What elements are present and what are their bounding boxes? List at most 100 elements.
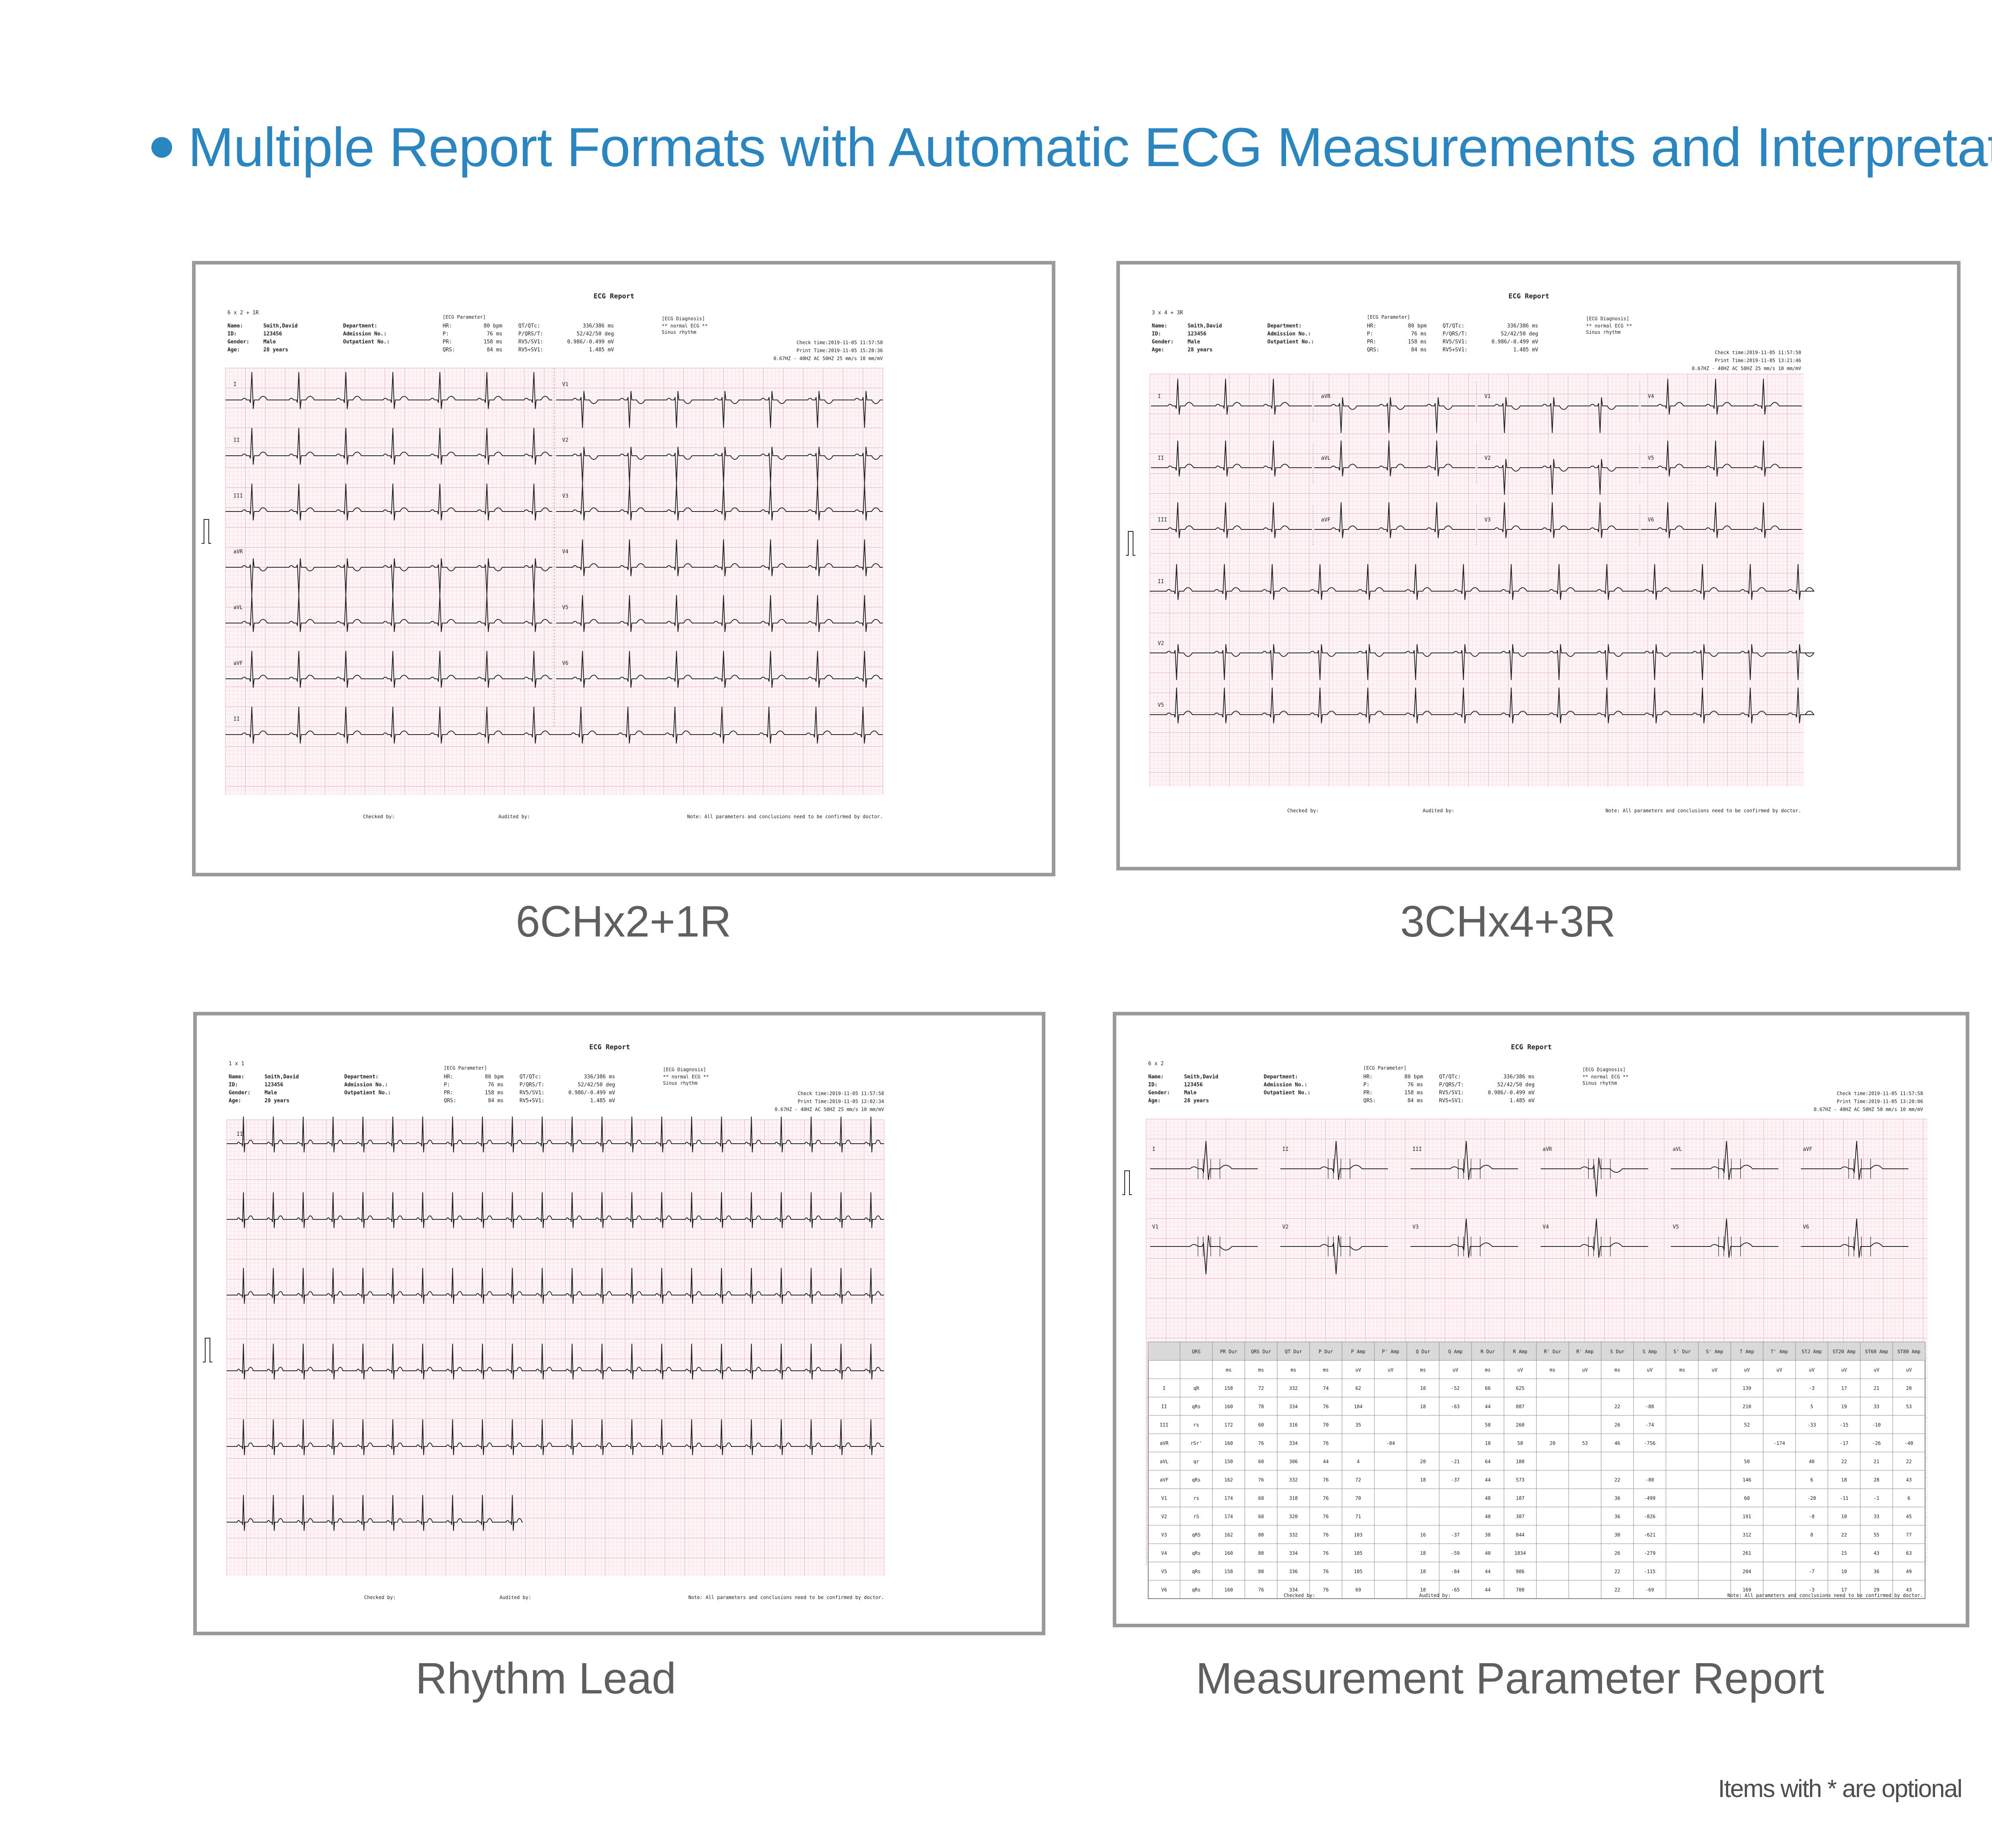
table-cell: 77 <box>1906 1532 1912 1538</box>
audited-by: Audited by: <box>500 1595 531 1600</box>
ecg-diagnosis-header: [ECG Diagnosis] <box>662 316 705 321</box>
table-cell: 334 <box>1289 1440 1298 1446</box>
table-cell: -11 <box>1840 1495 1849 1501</box>
ecg-trace <box>1314 502 1475 538</box>
parameter-label: QRS: <box>444 1098 456 1104</box>
table-cell: 76 <box>1323 1569 1329 1574</box>
parameter-value: 76 ms <box>487 331 502 337</box>
report-format: 3 x 4 + 3R <box>1152 310 1183 316</box>
patient-value: Smith,David <box>263 323 298 329</box>
doctor-confirmation-note: Note: All parameters and conclusions nee… <box>687 814 883 819</box>
table-unit: uV <box>1453 1367 1458 1373</box>
table-cell: 76 <box>1323 1514 1329 1519</box>
diagnosis-line: ** normal ECG ** <box>663 1074 709 1080</box>
ecg-rhythm-trace <box>1150 564 1815 600</box>
print-time: Print Time:2019-11-05 15:20:36 <box>796 348 883 353</box>
optional-items-note: Items with * are optional <box>1718 1775 1963 1803</box>
table-cell: 43 <box>1906 1477 1912 1483</box>
table-unit: ms <box>1550 1367 1555 1373</box>
parameter-label: PR: <box>1363 1090 1372 1096</box>
table-cell: 46 <box>1614 1440 1620 1446</box>
ecg-trace <box>556 483 883 521</box>
check-time: Check time:2019-11-05 11:57:58 <box>796 340 883 345</box>
parameter-label: P/QRS/T: <box>1443 331 1468 337</box>
caption-3ch: 3CHx4+3R <box>1400 897 1616 946</box>
table-cell: 16 <box>1420 1532 1426 1538</box>
doctor-confirmation-note: Note: All parameters and conclusions nee… <box>1727 1593 1923 1598</box>
table-cell: 332 <box>1289 1386 1298 1391</box>
table-cell: 162 <box>1224 1532 1233 1538</box>
table-cell: 76 <box>1323 1440 1329 1446</box>
table-column-header: S Amp <box>1643 1349 1657 1354</box>
lead-label: V6 <box>562 660 569 666</box>
parameter-value: 1.485 mV <box>590 1098 615 1104</box>
table-cell: 174 <box>1224 1495 1233 1501</box>
filter-settings: 0.67HZ - 40HZ AC 50HZ 50 mm/s 10 mm/mV <box>1814 1107 1923 1112</box>
table-unit: uV <box>1809 1367 1814 1373</box>
diagnosis-line: ** normal ECG ** <box>1586 323 1632 329</box>
table-cell: 260 <box>1516 1422 1525 1428</box>
table-row-lead: III <box>1160 1422 1169 1428</box>
table-cell: 36 <box>1614 1514 1620 1519</box>
ecg-trace <box>1641 502 1802 538</box>
filter-settings: 0.67HZ - 40HZ AC 50HZ 25 mm/s 10 mm/mV <box>773 356 883 361</box>
parameter-label: RV5/SV1: <box>518 339 543 345</box>
table-column-header: R' Dur <box>1544 1349 1561 1354</box>
table-column-header: S' Dur <box>1674 1349 1691 1354</box>
table-cell: rSr' <box>1190 1440 1202 1446</box>
table-cell: 76 <box>1258 1587 1264 1593</box>
table-cell: 22 <box>1841 1532 1847 1538</box>
table-cell: 316 <box>1289 1422 1298 1428</box>
table-row-lead: V3 <box>1161 1532 1167 1538</box>
lead-label: V1 <box>1484 394 1491 400</box>
table-column-header: QRS Dur <box>1251 1349 1271 1354</box>
parameter-label: PR: <box>1367 339 1376 345</box>
ecg-trace <box>1314 397 1475 433</box>
lead-label: V5 <box>562 605 569 611</box>
ecg-diagnosis-header: [ECG Diagnosis] <box>1586 316 1629 321</box>
parameter-label: P/QRS/T: <box>520 1082 545 1088</box>
audited-by: Audited by: <box>1423 808 1454 813</box>
patient-label: Name: <box>229 1074 244 1080</box>
parameter-value: 0.986/-0.499 mV <box>569 1090 616 1096</box>
doctor-confirmation-note: Note: All parameters and conclusions nee… <box>688 1595 884 1600</box>
parameter-label: QT/QTc: <box>518 323 540 329</box>
department-label: Admission No.: <box>344 1082 388 1088</box>
median-beat-trace <box>1801 1141 1909 1180</box>
lead-label: aVR <box>233 549 243 555</box>
parameter-label: P: <box>443 331 449 337</box>
patient-label: ID: <box>227 331 237 337</box>
table-cell: 17 <box>1841 1587 1847 1593</box>
patient-label: Name: <box>1148 1074 1164 1080</box>
ecg-rhythm-trace <box>227 1192 884 1228</box>
table-cell: -115 <box>1644 1569 1655 1574</box>
lead-label: V1 <box>1152 1224 1159 1230</box>
table-column-header: QRS <box>1192 1349 1201 1354</box>
table-cell: 104 <box>1354 1404 1363 1409</box>
parameter-label: QT/QTc: <box>1439 1074 1461 1080</box>
lead-label: V5 <box>1158 702 1164 708</box>
ecg-rhythm-trace <box>1150 644 1815 680</box>
lead-label: V3 <box>562 493 569 499</box>
ecg-grid <box>226 1119 884 1576</box>
ecg-trace <box>1478 397 1639 433</box>
ecg-trace <box>1641 440 1802 476</box>
table-row-lead: V2 <box>1161 1514 1167 1519</box>
table-column-header: Q Amp <box>1448 1349 1463 1354</box>
table-cell: -52 <box>1451 1386 1460 1391</box>
patient-label: Gender: <box>1152 339 1174 345</box>
parameter-value: 52/42/50 deg <box>576 331 614 337</box>
department-label: Outpatient No.: <box>1264 1090 1310 1096</box>
parameter-value: 52/42/50 deg <box>1501 331 1538 337</box>
median-beat-trace <box>1410 1141 1518 1180</box>
lead-label: aVR <box>1321 394 1331 400</box>
patient-label: Age: <box>229 1098 241 1104</box>
print-time: Print Time:2019-11-05 13:21:46 <box>1715 358 1801 363</box>
table-unit: uV <box>1841 1367 1847 1373</box>
table-column-header: S Dur <box>1610 1349 1625 1354</box>
parameter-label: HR: <box>1363 1074 1372 1080</box>
audited-by: Audited by: <box>1419 1593 1451 1598</box>
table-cell: 10 <box>1841 1514 1847 1519</box>
